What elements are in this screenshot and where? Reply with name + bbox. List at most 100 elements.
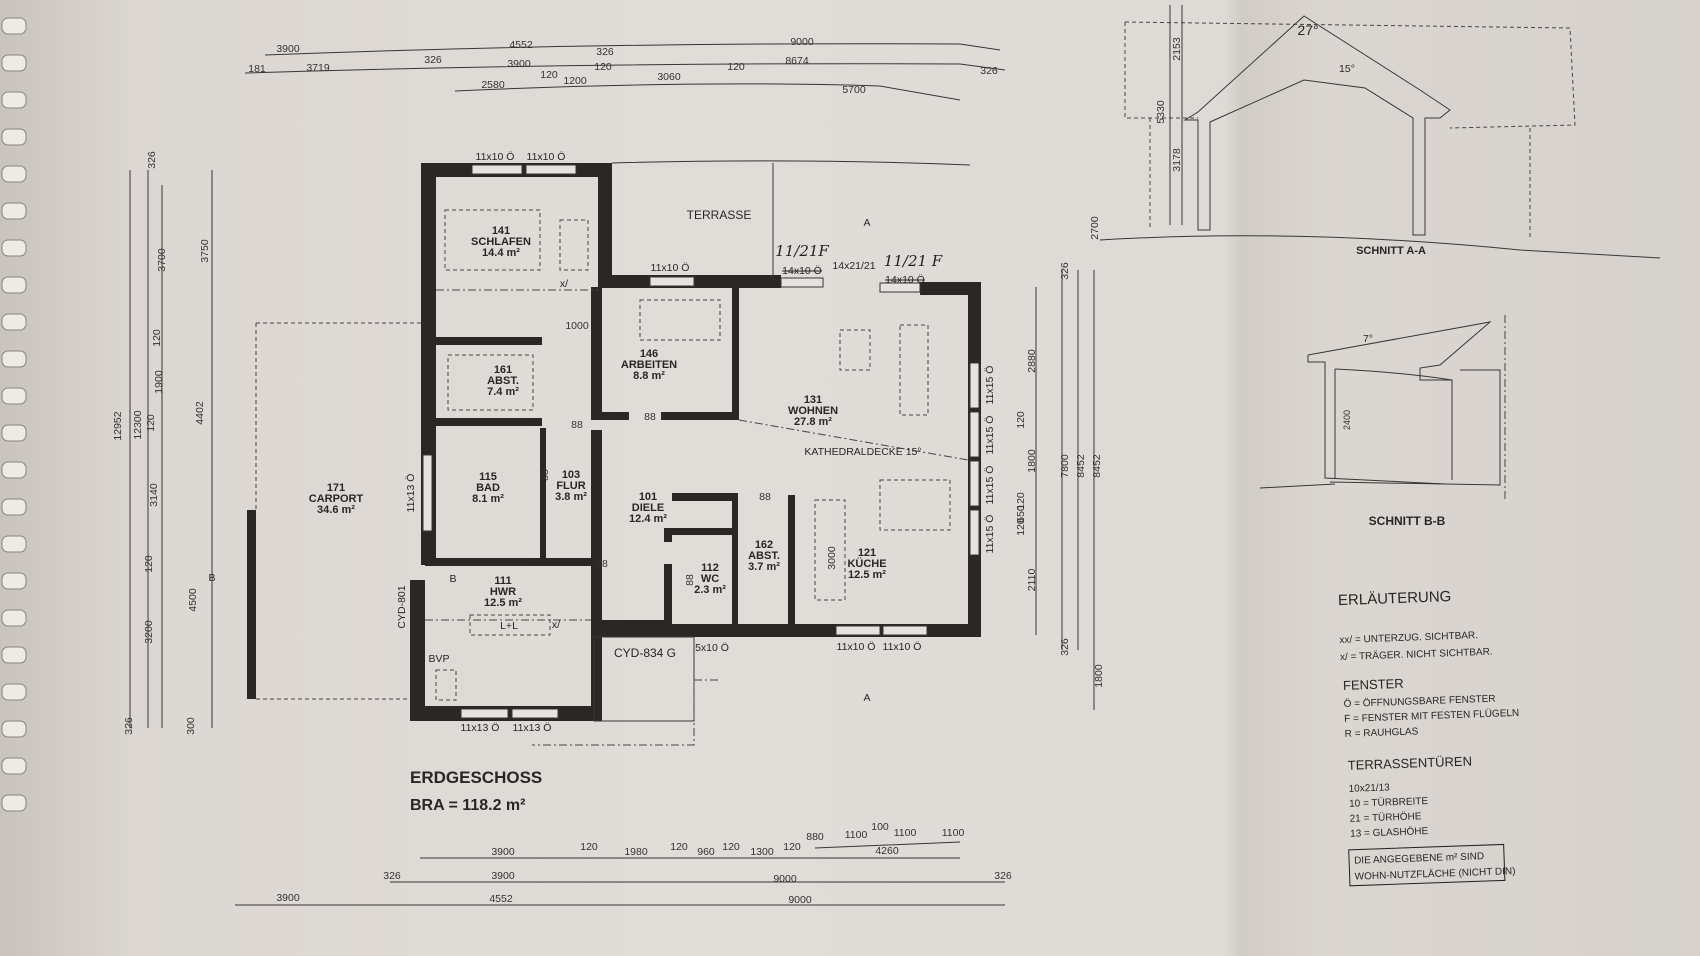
dimension-right: 2880	[1026, 349, 1038, 373]
dimension-left: 3140	[148, 483, 160, 507]
utility-door-rating: EI30	[408, 596, 420, 618]
dimension-bottom: 120	[783, 841, 801, 853]
door-width: 88	[571, 419, 583, 431]
window-labels: 11x10 Ö 11x10 Ö 11x10 Ö 11/21F 14x10 Ö 1…	[405, 151, 996, 734]
dimension-top: 3900	[507, 58, 531, 70]
section-aa-label: SCHNITT A-A	[1356, 245, 1426, 257]
room-name: KÜCHE	[847, 557, 886, 570]
dimension-left: 300	[185, 717, 197, 735]
terrace-label: TERRASSE	[687, 208, 752, 222]
window-label: 11x13 Ö	[461, 722, 500, 734]
dimension-right: 120	[1015, 492, 1027, 510]
dimension-left: 3200	[143, 620, 155, 644]
dimension-bottom: 1980	[624, 846, 648, 858]
outlines-and-furniture	[255, 160, 971, 746]
room-area: 2.3 m²	[694, 584, 726, 596]
room-name: HWR	[490, 586, 516, 598]
legend-door-item: 21 = TÜRHÖHE	[1349, 810, 1421, 825]
legend-note-box	[1348, 843, 1506, 887]
legend-windows-title: FENSTER	[1343, 676, 1404, 693]
binding-ring	[1, 572, 27, 590]
section-bb-roof-angle: 7°	[1363, 333, 1373, 345]
dimension-bottom: 9000	[773, 873, 797, 885]
dimension-top: 326	[424, 54, 442, 66]
binding-ring	[1, 461, 27, 479]
room-area: 8.1 m²	[472, 493, 504, 505]
dimension-top: 1200	[563, 75, 587, 87]
dimension-top: 120	[727, 61, 745, 73]
room-name: WOHNEN	[788, 405, 838, 417]
binding-ring	[1, 646, 27, 664]
dimension-lines	[129, 43, 1095, 906]
section-aa-roof-angle: 27°	[1297, 22, 1318, 38]
room-no: 141	[492, 225, 510, 237]
section-aa-dim: 5330	[1155, 100, 1167, 124]
legend-doors-title: TERRASSENTÜREN	[1348, 753, 1473, 772]
dimension-left: 326	[146, 151, 158, 169]
binding-ring	[1, 794, 27, 812]
binding-ring	[1, 239, 27, 257]
dimension-left: 3750	[199, 239, 211, 263]
dimension-left: 3700	[156, 248, 168, 272]
dimension-bottom: 3900	[491, 846, 515, 858]
spiral-binding	[1, 17, 27, 812]
section-bb-label: SCHNITT B-B	[1369, 514, 1446, 528]
room-name: CARPORT	[309, 493, 364, 505]
dimension-bottom: 4260	[875, 845, 899, 857]
dimension-bottom: 1100	[894, 827, 917, 839]
dimension-bottom: 326	[383, 870, 401, 882]
dimension-top: 9000	[790, 36, 814, 48]
dimension-bottom: 1300	[750, 846, 774, 858]
dimension-right: 120	[1015, 411, 1027, 429]
room-area: 14.4 m²	[482, 247, 520, 259]
room-area: 12.4 m²	[629, 513, 667, 525]
binding-ring	[1, 498, 27, 516]
binding-ring	[1, 54, 27, 72]
beam-mark: x/	[560, 278, 568, 290]
window-label: 11x15 Ö	[984, 366, 996, 405]
room-no: 171	[327, 482, 345, 494]
terrace-door-label: 14x21/21	[832, 260, 875, 272]
legend-window-item: R = RAUHGLAS	[1345, 726, 1419, 740]
room-area: 12.5 m²	[484, 597, 522, 609]
binding-ring	[1, 424, 27, 442]
dimension-bottom: 4552	[489, 893, 513, 905]
legend-window-item: Ö = ÖFFNUNGSBARE FENSTER	[1343, 693, 1495, 710]
inner-dim-3000: 3000	[826, 546, 838, 570]
dimension-right: 7800	[1059, 454, 1071, 478]
dimension-right: 1800	[1093, 664, 1105, 688]
room-name: BAD	[476, 482, 500, 494]
window-label: 11x10 Ö	[883, 641, 922, 653]
binding-ring	[1, 757, 27, 775]
binding-ring	[1, 683, 27, 701]
dimension-right: 1800	[1026, 449, 1038, 473]
section-aa-ceiling-angle: 15°	[1339, 63, 1355, 75]
binding-ring	[1, 202, 27, 220]
dimension-top: 8674	[785, 55, 809, 67]
plan-title: ERDGESCHOSS	[410, 768, 542, 787]
dimension-left: 4402	[194, 401, 206, 425]
ceiling-note: KATHEDRALDECKE 15°	[804, 446, 921, 458]
binding-ring	[1, 276, 27, 294]
dimension-left: 120	[145, 414, 157, 432]
door-width: 88	[539, 469, 551, 481]
room-name: WC	[701, 573, 719, 585]
window-label: 11x13 Ö	[513, 722, 552, 734]
dimension-bottom: 1100	[845, 829, 868, 841]
struck-window-label: 14x10 Ö	[782, 265, 822, 277]
window-label: 11x10 Ö	[651, 262, 690, 274]
dimension-bottom: 120	[722, 841, 740, 853]
room-no: 111	[494, 575, 511, 587]
section-marker-a: A	[863, 692, 870, 704]
window-label: 5x10 Ö	[695, 642, 729, 654]
legend: ERLÄUTERUNG xx/ = UNTERZUG. SICHTBAR. x/…	[1338, 588, 1519, 887]
window-label: 11x10 Ö	[476, 151, 515, 163]
room-area: 7.4 m²	[487, 386, 519, 398]
binding-ring	[1, 313, 27, 331]
window-label: 11x13 Ö	[405, 474, 417, 513]
dimension-right: 120	[1015, 518, 1027, 536]
